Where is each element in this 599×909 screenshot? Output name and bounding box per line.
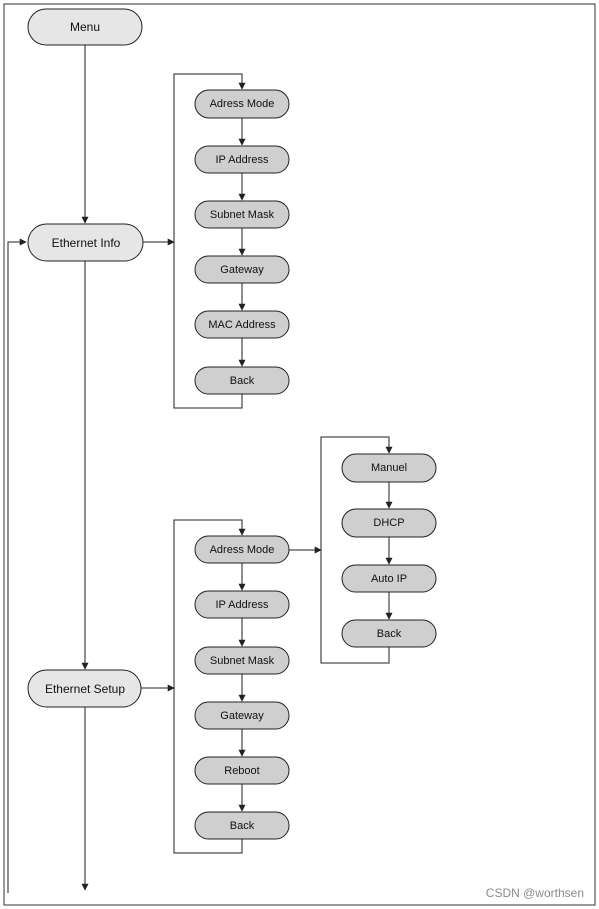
watermark: CSDN @worthsen <box>486 886 584 900</box>
diagram-frame <box>3 3 596 906</box>
node-menu-label: Menu <box>70 20 100 34</box>
info-item-back: Back <box>194 366 290 395</box>
setup-item-reboot: Reboot <box>194 756 290 785</box>
option-label: Auto IP <box>371 573 407 585</box>
setup-item-back: Back <box>194 811 290 840</box>
connector-return-loop <box>7 238 27 893</box>
setup-item-ip-address: IP Address <box>194 590 290 619</box>
option-label: DHCP <box>373 517 404 529</box>
setup-item-label: Gateway <box>220 710 264 722</box>
node-ethernet-info: Ethernet Info <box>27 223 144 262</box>
setup-item-gateway: Gateway <box>194 701 290 730</box>
info-item-gateway: Gateway <box>194 255 290 284</box>
info-item-label: Adress Mode <box>210 98 275 110</box>
node-ethernet-setup: Ethernet Setup <box>27 669 142 708</box>
connector-options-loop <box>320 436 393 664</box>
node-menu: Menu <box>27 8 143 46</box>
setup-item-label: IP Address <box>216 599 269 611</box>
option-manuel: Manuel <box>341 453 437 483</box>
setup-item-label: Reboot <box>224 765 259 777</box>
info-item-label: IP Address <box>216 154 269 166</box>
option-dhcp: DHCP <box>341 508 437 538</box>
info-item-label: Back <box>230 375 255 387</box>
info-item-label: Subnet Mask <box>210 209 275 221</box>
setup-item-adress-mode: Adress Mode <box>194 535 290 564</box>
option-label: Back <box>377 628 402 640</box>
setup-item-label: Subnet Mask <box>210 655 275 667</box>
info-item-adress-mode: Adress Mode <box>194 89 290 119</box>
setup-item-label: Back <box>230 820 255 832</box>
info-item-label: MAC Address <box>208 319 276 331</box>
setup-item-subnet-mask: Subnet Mask <box>194 646 290 675</box>
setup-item-label: Adress Mode <box>210 544 275 556</box>
option-label: Manuel <box>371 462 407 474</box>
node-ethernet-info-label: Ethernet Info <box>52 236 121 250</box>
info-item-mac-address: MAC Address <box>194 310 290 339</box>
info-item-ip-address: IP Address <box>194 145 290 174</box>
node-ethernet-setup-label: Ethernet Setup <box>45 682 125 696</box>
info-item-subnet-mask: Subnet Mask <box>194 200 290 229</box>
info-item-label: Gateway <box>220 264 264 276</box>
connector-info-submenu-loop <box>173 73 246 409</box>
option-back: Back <box>341 619 437 648</box>
option-auto-ip: Auto IP <box>341 564 437 593</box>
connector-setup-submenu-loop <box>173 519 246 854</box>
